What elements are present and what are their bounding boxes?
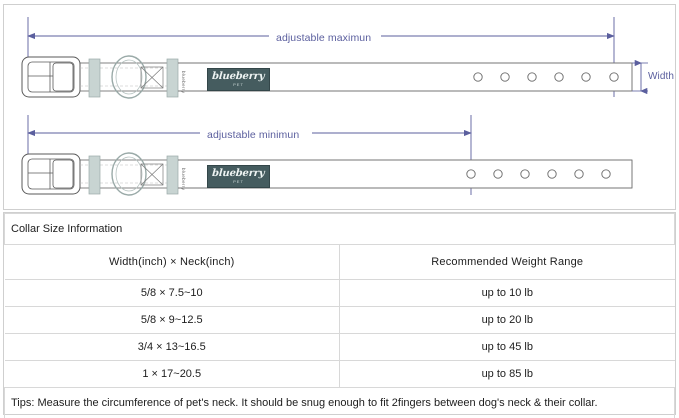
cell-size: 3/4 × 13~16.5 [4, 333, 340, 361]
cell-size: 1 × 17~20.5 [4, 360, 340, 388]
tips-text: Tips: Measure the circumference of pet's… [4, 387, 675, 418]
keeper-brand-text-top: blueberry [181, 71, 186, 94]
width-label: Width [648, 71, 675, 82]
table-title-row: Collar Size Information [4, 213, 675, 245]
brand-sub-bottom: PET [233, 179, 244, 184]
cell-size: 5/8 × 7.5~10 [4, 279, 340, 307]
cell-weight: up to 85 lb [339, 360, 675, 388]
keeper-brand-text-bottom: blueberry [181, 168, 186, 191]
top-collar-group [21, 17, 648, 99]
adjustable-maximum-label: adjustable maximun [276, 32, 372, 44]
cell-weight: up to 20 lb [339, 306, 675, 334]
bottom-collar-group [21, 115, 633, 196]
table-row: 1 × 17~20.5 up to 85 lb [4, 360, 675, 388]
brand-name-bottom: blueberry [211, 168, 266, 179]
brand-name-top: blueberry [211, 71, 266, 82]
collar-size-table: Collar Size Information Width(inch) × Ne… [4, 213, 675, 418]
collar-diagram-svg [21, 17, 648, 196]
collar-diagram-panel: adjustable maximun adjustable minimun Wi… [3, 4, 676, 210]
brand-patch-bottom: blueberry PET [207, 165, 270, 188]
column-header-weight: Recommended Weight Range [339, 244, 675, 280]
table-row: 5/8 × 9~12.5 up to 20 lb [4, 306, 675, 334]
cell-weight: up to 10 lb [339, 279, 675, 307]
table-row: 5/8 × 7.5~10 up to 10 lb [4, 279, 675, 307]
collar-size-table-panel: Collar Size Information Width(inch) × Ne… [3, 212, 676, 418]
table-header-row: Width(inch) × Neck(inch) Recommended Wei… [4, 244, 675, 280]
cell-weight: up to 45 lb [339, 333, 675, 361]
cell-size: 5/8 × 9~12.5 [4, 306, 340, 334]
brand-patch-top: blueberry PET [207, 68, 270, 91]
adjustable-minimum-label: adjustable minimun [207, 129, 300, 141]
column-header-size: Width(inch) × Neck(inch) [4, 244, 340, 280]
table-title: Collar Size Information [4, 213, 675, 245]
table-tips-row: Tips: Measure the circumference of pet's… [4, 387, 675, 418]
brand-sub-top: PET [233, 82, 244, 87]
table-row: 3/4 × 13~16.5 up to 45 lb [4, 333, 675, 361]
